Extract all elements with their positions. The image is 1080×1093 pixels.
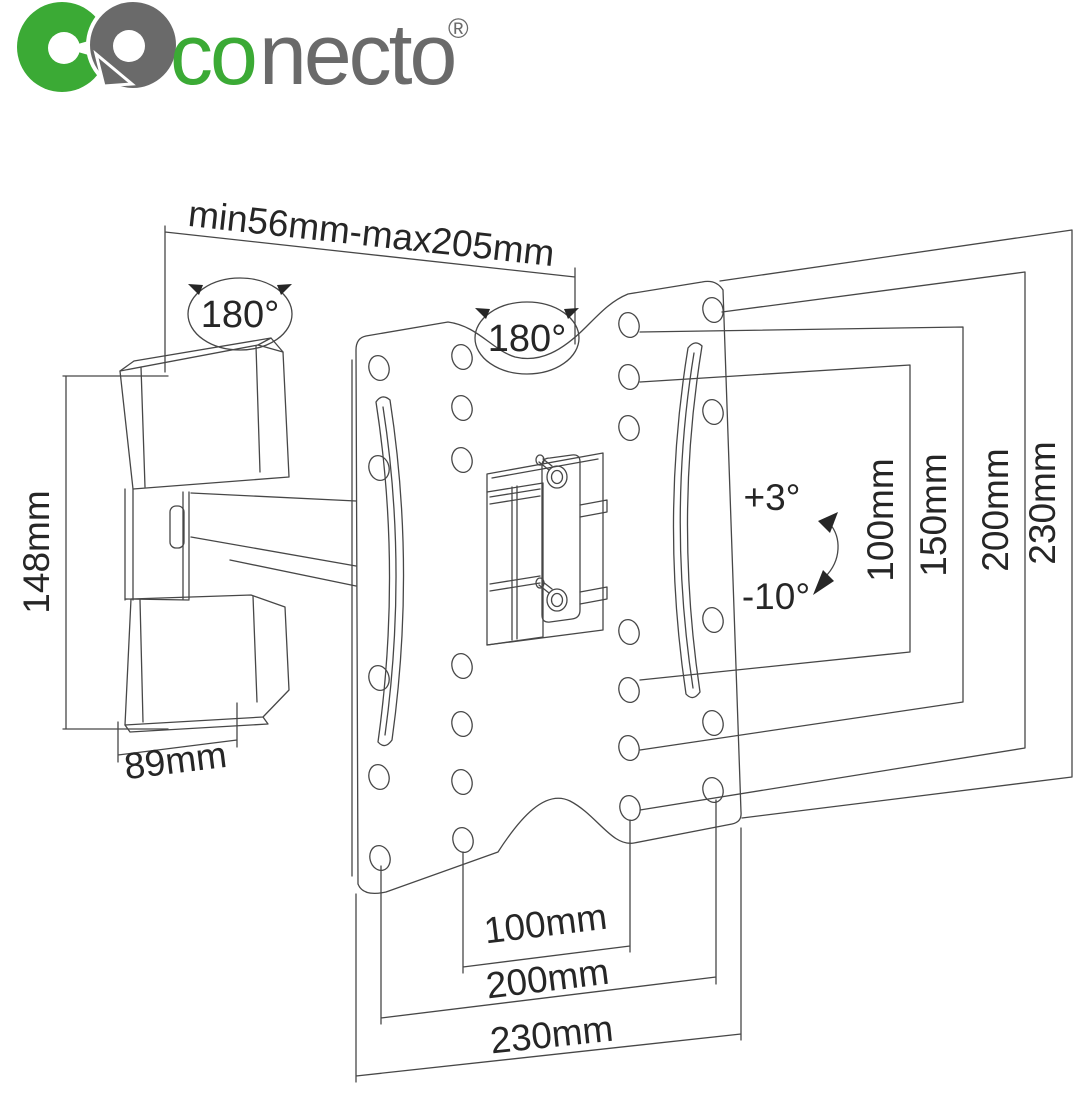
bottom-dim-200-lines [380, 799, 717, 1025]
logo-mark-gray [86, 0, 180, 92]
bracket-top-wedge-top-face [119, 337, 284, 372]
plate-slot-left [375, 396, 405, 747]
tilt-front-plate [541, 454, 581, 623]
tilt-bolt-top [546, 465, 568, 489]
label-vesa-v-230: 230mm [1022, 441, 1063, 564]
bracket-bottom-wedge [124, 594, 290, 726]
conecto-logo: co necto ® [17, 0, 469, 103]
swivel-arm [190, 492, 357, 587]
bottom-dim-100-lines [462, 819, 631, 974]
label-bracket-width: 89mm [122, 734, 229, 787]
label-vesa-v-100: 100mm [860, 458, 901, 581]
vesa-box-200 [639, 271, 1026, 811]
swivel-ellipse-left [187, 277, 293, 351]
swivel-left-arrow-b [277, 284, 292, 295]
tilt-range-arc [824, 523, 839, 578]
label-swivel-right: 180° [488, 318, 567, 360]
logo-text-necto: necto [259, 7, 455, 103]
label-vesa-h-230: 230mm [488, 1008, 615, 1062]
label-tilt-down: -10° [742, 576, 810, 617]
label-swivel-left: 180° [201, 294, 280, 336]
swivel-right-arrow-b [564, 308, 579, 319]
dimension-labels: min56mm-max205mm 180° 180° 148mm 89mm +3… [16, 193, 1063, 1061]
label-top-span: min56mm-max205mm [186, 193, 556, 274]
bottom-dim-230-lines [355, 827, 742, 1083]
top-dimension-lines [164, 225, 576, 373]
tilt-left-box-slats [489, 485, 541, 641]
logo-text-co: co [170, 7, 255, 103]
vesa-box-150 [639, 326, 964, 751]
label-vesa-h-200: 200mm [484, 951, 611, 1007]
line-art [62, 225, 1073, 1083]
left-dim-89-lines [117, 702, 238, 763]
label-vesa-h-100: 100mm [482, 896, 609, 952]
registered-mark: ® [448, 13, 469, 44]
swivel-right-arrow-a [475, 308, 490, 319]
arrowheads [188, 284, 838, 595]
bracket-bottom-wedge-creases [124, 595, 269, 733]
label-vesa-v-200: 200mm [975, 448, 1016, 571]
tilt-assembly [486, 452, 608, 646]
left-dim-148-lines [62, 375, 169, 730]
logo-mark-gray-hole [113, 30, 145, 62]
label-vesa-v-150: 150mm [913, 453, 954, 576]
tilt-housing-inner-edge [491, 458, 599, 479]
plate-holes [368, 297, 724, 871]
bracket-column-tab [169, 505, 185, 549]
tilt-left-box [486, 482, 544, 646]
tilt-bolt-bottom [546, 588, 568, 612]
tilt-housing [486, 452, 604, 646]
tilt-tabs [579, 499, 608, 605]
bracket-top-wedge [119, 344, 290, 490]
bracket-top-wedge-creases [140, 345, 261, 488]
vesa-plate-outline [355, 280, 742, 895]
plate-slot-right [672, 342, 703, 699]
swivel-ellipse-right [474, 301, 580, 375]
swivel-left-arrow-a [188, 284, 203, 295]
tilt-down-arrow [813, 570, 834, 595]
tilt-up-arrow [818, 512, 838, 533]
logo-mark-gray-tail [93, 49, 136, 88]
vesa-box-230 [719, 229, 1073, 819]
vesa-box-100 [639, 364, 911, 681]
label-tilt-up: +3° [744, 477, 801, 518]
label-bracket-height: 148mm [16, 490, 57, 613]
